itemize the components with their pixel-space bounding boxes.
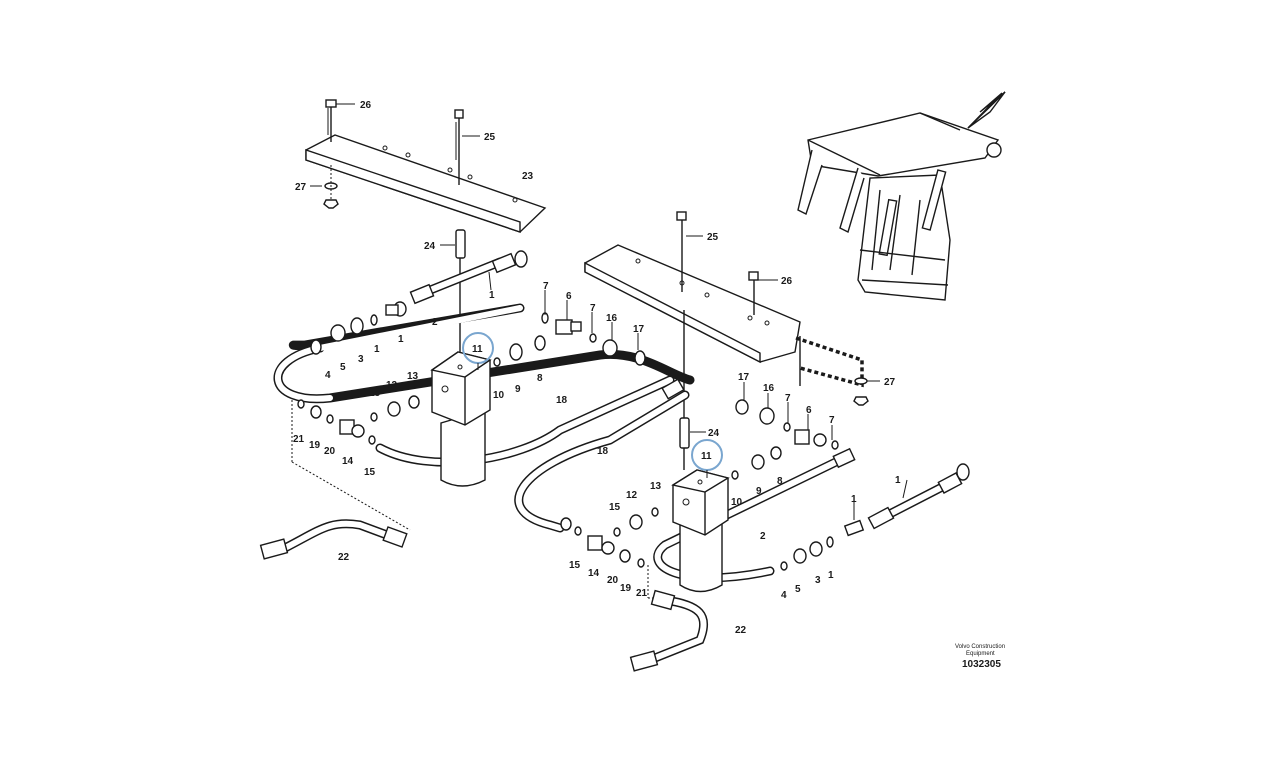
label-4: 4 — [781, 590, 787, 601]
label-6: 6 — [806, 405, 812, 416]
label-5: 5 — [795, 584, 801, 595]
label-6: 6 — [566, 291, 572, 302]
label-27: 27 — [295, 182, 307, 193]
label-15: 15 — [609, 502, 621, 513]
label-1: 1 — [851, 494, 857, 505]
label-8: 8 — [777, 476, 783, 487]
label-22: 22 — [338, 552, 350, 563]
label-14: 14 — [588, 568, 600, 579]
label-7: 7 — [590, 303, 596, 314]
label-7: 7 — [543, 281, 549, 292]
label-11: 11 — [701, 451, 712, 462]
right-fittings — [560, 399, 839, 571]
machine-overview-illustration — [797, 91, 1006, 301]
label-2: 2 — [760, 531, 766, 542]
right-bolt-26 — [748, 271, 778, 315]
label-25: 25 — [707, 232, 719, 243]
label-11: 11 — [472, 344, 483, 355]
left-hose-1 — [409, 250, 528, 305]
left-spacer-24 — [440, 229, 466, 366]
label-4: 4 — [325, 370, 331, 381]
label-15: 15 — [364, 467, 376, 478]
label-7: 7 — [829, 415, 835, 426]
label-23: 23 — [522, 171, 534, 182]
label-1: 1 — [895, 475, 901, 486]
right-hose-1 — [843, 463, 970, 537]
label-9: 9 — [756, 486, 762, 497]
left-long-bolt-25 — [454, 109, 480, 185]
label-13: 13 — [407, 371, 419, 382]
right-hose-18 — [514, 378, 690, 533]
label-25: 25 — [484, 132, 496, 143]
leader-lines — [477, 290, 855, 520]
drawing-footer: Volvo Construction Equipment 1032305 — [955, 644, 1005, 670]
left-fittings-upper — [310, 301, 646, 367]
label-21: 21 — [636, 588, 648, 599]
label-1: 1 — [398, 334, 404, 345]
label-18: 18 — [597, 446, 609, 457]
label-22: 22 — [735, 625, 747, 636]
label-1: 1 — [374, 344, 380, 355]
label-7: 7 — [785, 393, 791, 404]
label-1: 1 — [828, 570, 834, 581]
label-24: 24 — [424, 241, 436, 252]
label-12: 12 — [386, 380, 398, 391]
label-20: 20 — [607, 575, 619, 586]
left-valve-block-11 — [430, 351, 492, 487]
drawing-number: 1032305 — [962, 659, 1001, 670]
label-21: 21 — [293, 434, 305, 445]
label-13: 13 — [650, 481, 662, 492]
company-name: Volvo Construction — [955, 644, 1005, 650]
part-number-labels: 26 25 23 27 24 1 2 7 6 7 16 17 11 3 1 1 … — [293, 100, 901, 636]
label-17: 17 — [633, 324, 645, 335]
right-mounting-plate — [584, 244, 801, 364]
label-15: 15 — [569, 560, 581, 571]
left-washer-nut-27 — [310, 165, 339, 209]
right-hose-22 — [629, 565, 709, 672]
label-27: 27 — [884, 377, 896, 388]
label-15: 15 — [369, 388, 381, 399]
left-hose-22 — [259, 400, 411, 560]
label-3: 3 — [358, 354, 364, 365]
left-fittings-lower — [297, 395, 420, 445]
label-26: 26 — [781, 276, 793, 287]
right-spacer-24 — [679, 417, 706, 449]
right-valve-block-11 — [671, 469, 730, 593]
label-24: 24 — [708, 428, 720, 439]
label-5: 5 — [340, 362, 346, 373]
label-14: 14 — [342, 456, 354, 467]
label-19: 19 — [309, 440, 321, 451]
label-8: 8 — [537, 373, 543, 384]
label-9: 9 — [515, 384, 521, 395]
label-12: 12 — [626, 490, 638, 501]
label-20: 20 — [324, 446, 336, 457]
company-name-2: Equipment — [966, 651, 995, 657]
left-hose-18 — [375, 375, 675, 467]
right-washer-nut-27 — [795, 336, 880, 406]
label-18: 18 — [556, 395, 568, 406]
label-16: 16 — [606, 313, 618, 324]
label-19: 19 — [620, 583, 632, 594]
label-26: 26 — [360, 100, 372, 111]
label-10: 10 — [493, 390, 505, 401]
right-hose-2 — [653, 447, 856, 583]
label-1: 1 — [489, 290, 495, 301]
label-16: 16 — [763, 383, 775, 394]
label-10: 10 — [731, 497, 743, 508]
label-2: 2 — [432, 317, 438, 328]
label-3: 3 — [815, 575, 821, 586]
label-17: 17 — [738, 372, 750, 383]
left-bolt-26 — [325, 99, 355, 142]
left-mounting-plate — [305, 134, 547, 233]
